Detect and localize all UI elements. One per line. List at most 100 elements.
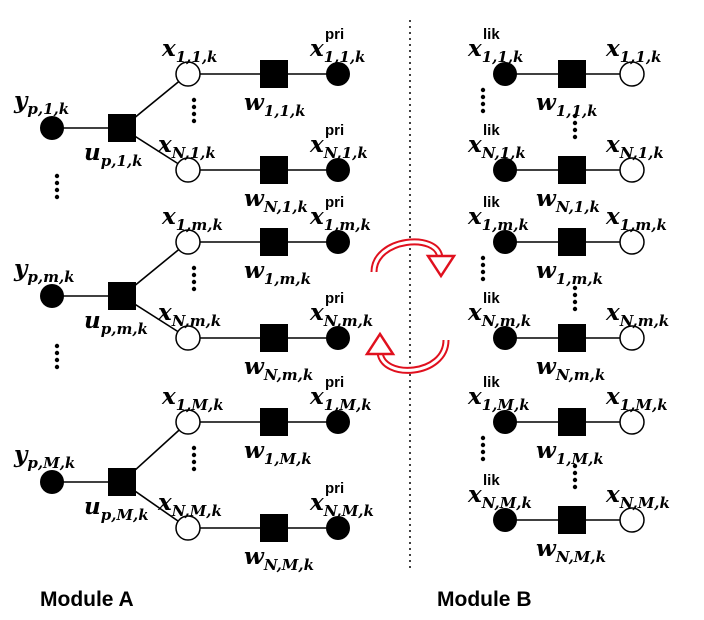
dot: [480, 87, 486, 93]
dot: [572, 463, 578, 469]
branch-ellipsis: [191, 445, 197, 472]
label-prior-last-base: x: [309, 489, 324, 516]
label-likelihood-superscript: lik: [483, 374, 500, 391]
label-y: yp,1,k: [13, 87, 69, 118]
row-ellipsis: [572, 285, 578, 312]
label-u-base: u: [84, 139, 101, 166]
label-w-subscript: N,M,k: [555, 548, 606, 566]
label-x-subscript: N,m,k: [619, 312, 669, 330]
branch-ellipsis: [191, 97, 197, 124]
label-w-first-base: w: [244, 257, 265, 284]
arrow-a-to-b-head: [425, 254, 457, 279]
dot: [480, 456, 486, 462]
variable-node-x: [619, 157, 645, 183]
label-prior-last-superscript: pri: [325, 122, 344, 139]
label-x-base: x: [605, 131, 620, 158]
factor-node-u: [108, 282, 136, 310]
factor-node-w: [558, 324, 586, 352]
factor-node-w: [558, 228, 586, 256]
variable-node-x: [619, 507, 645, 533]
label-w-base: w: [536, 89, 557, 116]
dot: [191, 459, 197, 465]
label-likelihood-base: x: [467, 299, 482, 326]
label-x: xN,m,k: [605, 299, 669, 330]
label-prior-last-subscript: N,M,k: [323, 502, 374, 520]
label-x-first-subscript: 1,1,k: [176, 48, 218, 66]
dot: [480, 442, 486, 448]
dot: [191, 111, 197, 117]
arrow-a-to-b-shaft-fill: [372, 240, 442, 273]
factor-node-u: [108, 468, 136, 496]
label-likelihood-superscript: lik: [483, 194, 500, 211]
likelihood-node: [493, 158, 517, 182]
label-u: up,1,k: [84, 139, 143, 170]
label-likelihood-base: x: [467, 131, 482, 158]
label-x-last-base: x: [157, 131, 172, 158]
dot: [480, 262, 486, 268]
arrow-b-to-a: [364, 331, 450, 374]
dot: [480, 435, 486, 441]
label-w-last-subscript: N,M,k: [263, 556, 314, 574]
label-likelihood-base: x: [467, 203, 482, 230]
module-a-group: yp,1,kup,1,kx1,1,kxN,1,kw1,1,kwN,1,kx1,1…: [13, 26, 368, 216]
arrow-a-to-b: [370, 238, 457, 279]
label-y: yp,m,k: [13, 255, 75, 286]
row-ellipsis: [480, 435, 486, 462]
message-exchange-arrows: [364, 238, 457, 374]
dot: [572, 285, 578, 291]
factor-node-w-last: [260, 514, 288, 542]
label-w-first-base: w: [244, 89, 265, 116]
label-x-base: x: [605, 383, 620, 410]
dot: [191, 97, 197, 103]
dot: [480, 108, 486, 114]
factor-node-w-last: [260, 156, 288, 184]
label-prior-last-superscript: pri: [325, 480, 344, 497]
prior-node-last: [326, 516, 350, 540]
label-prior-first-base: x: [309, 35, 324, 62]
dot: [572, 484, 578, 490]
factor-node-w: [558, 408, 586, 436]
label-x-base: x: [605, 299, 620, 326]
dot: [191, 286, 197, 292]
dot: [572, 120, 578, 126]
label-x-first-base: x: [161, 35, 176, 62]
dot: [572, 127, 578, 133]
label-prior-first-superscript: pri: [325, 374, 344, 391]
label-x-first-base: x: [161, 383, 176, 410]
label-prior-first-superscript: pri: [325, 194, 344, 211]
label-x-last: xN,M,k: [157, 489, 222, 520]
label-w-first: w1,m,k: [244, 257, 311, 288]
factor-node-w: [558, 60, 586, 88]
label-x: x1,M,k: [605, 383, 668, 414]
label-likelihood: xN,m,k: [467, 299, 531, 330]
row-ellipsis: [572, 463, 578, 490]
row-ellipsis: [480, 87, 486, 114]
dot: [572, 299, 578, 305]
label-x-base: x: [605, 481, 620, 508]
label-x-last-subscript: N,M,k: [171, 502, 222, 520]
dot: [480, 101, 486, 107]
dot: [54, 364, 60, 370]
label-w-last-subscript: N,1,k: [263, 198, 308, 216]
variable-node-x-last: [175, 515, 201, 541]
arrow-b-to-a-shaft-fill: [378, 339, 448, 372]
factor-node-u: [108, 114, 136, 142]
arrow-b-to-a-head: [364, 331, 396, 356]
likelihood-node: [493, 508, 517, 532]
label-x: x1,m,k: [605, 203, 667, 234]
label-prior-first: x1,M,k: [309, 383, 372, 414]
label-x-first: x1,m,k: [161, 203, 223, 234]
label-w-first-subscript: 1,m,k: [264, 270, 311, 288]
label-y-subscript: p,M,k: [27, 454, 75, 472]
dot: [191, 466, 197, 472]
label-likelihood-base: x: [467, 481, 482, 508]
label-u: up,m,k: [84, 307, 148, 338]
label-x-first: x1,1,k: [161, 35, 217, 66]
module-a-label: Module A: [40, 588, 134, 611]
label-x-base: x: [605, 35, 620, 62]
label-prior-last: xN,M,k: [309, 489, 374, 520]
label-x: xN,1,k: [605, 131, 664, 162]
label-likelihood-subscript: 1,m,k: [482, 216, 529, 234]
